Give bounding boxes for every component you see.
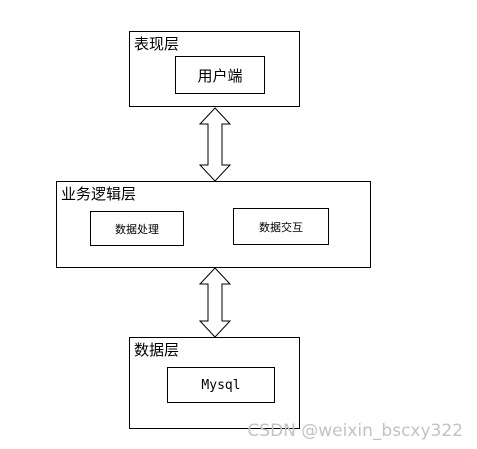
watermark-text: CSDN @weixin_bscxy322 bbox=[247, 421, 463, 441]
business-logic-layer-title: 业务逻辑层 bbox=[61, 185, 137, 203]
data-layer: 数据层 Mysql bbox=[129, 337, 300, 429]
presentation-layer-title: 表现层 bbox=[134, 35, 180, 53]
arrow-presentation-business bbox=[198, 107, 232, 182]
client-box-label: 用户端 bbox=[197, 66, 243, 85]
data-interaction-box-label: 数据交互 bbox=[259, 220, 303, 234]
client-box: 用户端 bbox=[175, 56, 265, 94]
mysql-box-label: Mysql bbox=[201, 377, 241, 393]
mysql-box: Mysql bbox=[167, 367, 275, 403]
arrow-business-data bbox=[198, 267, 232, 338]
business-logic-layer: 业务逻辑层 数据处理 数据交互 bbox=[56, 181, 371, 268]
data-interaction-box: 数据交互 bbox=[233, 208, 329, 245]
data-processing-box: 数据处理 bbox=[90, 211, 184, 246]
data-processing-box-label: 数据处理 bbox=[115, 222, 159, 236]
presentation-layer: 表现层 用户端 bbox=[129, 31, 300, 107]
data-layer-title: 数据层 bbox=[134, 341, 180, 359]
